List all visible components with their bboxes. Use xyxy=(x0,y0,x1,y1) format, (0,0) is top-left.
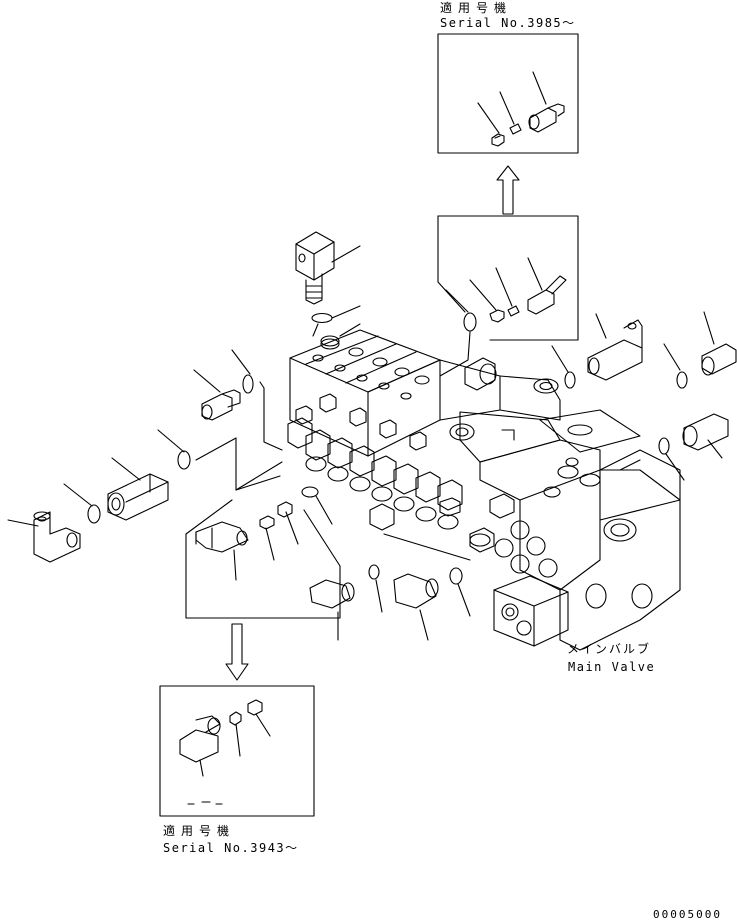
inset-box-middle xyxy=(438,216,578,340)
fitting-upper-left xyxy=(194,370,240,420)
inset-top-oring xyxy=(500,92,521,134)
arrow-to-bottom-inset xyxy=(226,624,248,680)
inset-box-lower-left xyxy=(186,500,340,618)
drawing-code: 00005000 xyxy=(653,908,722,921)
bottom-applicable-label: 適用号機 xyxy=(163,824,236,838)
main-valve-jp-label: メインバルブ xyxy=(567,642,652,656)
oring-right-top xyxy=(440,290,476,376)
seal-left-body xyxy=(302,487,318,497)
top-serial-label: Serial No.3985～ xyxy=(440,16,576,30)
adapter-right-top xyxy=(702,312,736,375)
leader-line-upper xyxy=(260,382,282,450)
elbow-lower-left xyxy=(8,512,80,562)
elbow-right-switch xyxy=(588,314,642,380)
spool-caps xyxy=(288,394,462,529)
adapter-right-mid xyxy=(683,414,728,458)
oring-left-mid xyxy=(158,430,190,469)
oring-right-b xyxy=(664,344,687,388)
oring-right-c xyxy=(659,438,684,480)
oring-bottom-right xyxy=(450,568,470,616)
oring-right-a xyxy=(552,346,575,388)
seal-top xyxy=(312,306,360,323)
oring-upper-left xyxy=(232,350,253,393)
inset-box-bottom xyxy=(160,686,314,816)
main-valve-body xyxy=(288,330,680,650)
pressure-switch xyxy=(296,232,360,304)
arrow-to-top-inset xyxy=(497,166,519,214)
inset-top-plug xyxy=(478,103,504,146)
inset-box-top xyxy=(438,34,578,153)
adapter-left xyxy=(108,458,168,520)
elbow-bottom-mid xyxy=(394,574,438,640)
oring-left-low xyxy=(64,484,100,523)
oring-bottom-mid xyxy=(369,565,382,612)
leader-line-left xyxy=(196,438,280,490)
main-valve-en-label: Main Valve xyxy=(568,660,656,674)
elbow-bottom-left xyxy=(310,580,354,640)
top-applicable-label: 適用号機 xyxy=(440,1,513,15)
inset-top-adapter xyxy=(529,72,564,132)
bottom-serial-label: Serial No.3943～ xyxy=(163,841,299,855)
